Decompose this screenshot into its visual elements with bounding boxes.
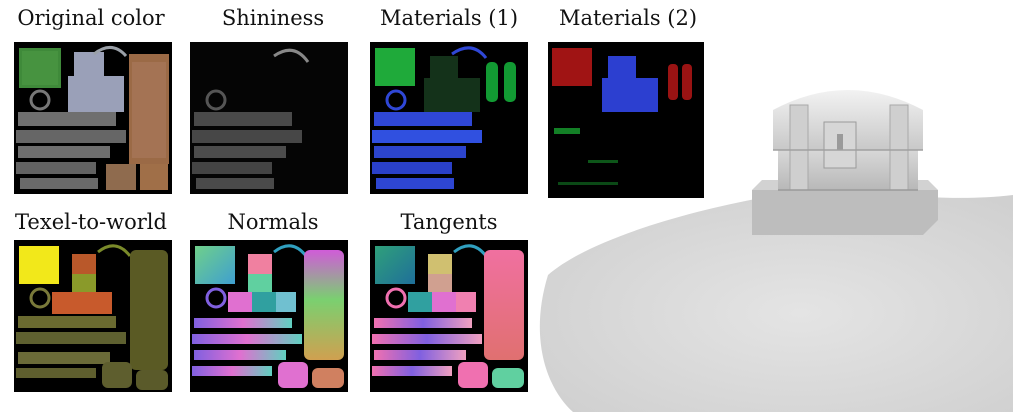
normals-texture — [190, 240, 348, 392]
label-shininess: Shininess — [221, 6, 325, 30]
label-tangents: Tangents — [400, 210, 498, 234]
label-original-color: Original color — [17, 6, 165, 30]
texel-to-world-texture — [14, 240, 172, 392]
original-color-texture — [14, 42, 172, 194]
label-materials-2: Materials (2) — [558, 6, 698, 30]
shininess-texture — [190, 42, 348, 194]
label-normals: Normals — [227, 210, 319, 234]
materials-1-texture — [370, 42, 528, 194]
tangents-texture — [370, 240, 528, 392]
treasure-chest-render — [528, 60, 1013, 412]
label-materials-1: Materials (1) — [379, 6, 519, 30]
label-texel-to-world: Texel-to-world — [15, 210, 167, 234]
materials-2-texture — [548, 42, 704, 198]
